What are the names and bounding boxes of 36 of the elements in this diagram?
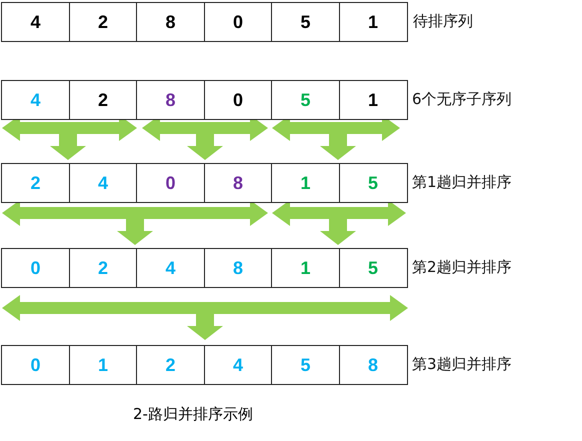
number-cell: 0	[204, 80, 272, 120]
number-cell: 0	[1, 345, 70, 385]
number-cell: 4	[136, 248, 205, 288]
number-cell: 8	[136, 80, 205, 120]
row-label: 6个无序子序列	[412, 90, 512, 109]
number-cell: 0	[204, 2, 272, 42]
number-cell: 5	[338, 248, 408, 288]
number-cell: 8	[338, 345, 408, 385]
number-cell: 8	[204, 248, 272, 288]
number-cell: 8	[204, 163, 272, 203]
number-cell: 1	[338, 80, 408, 120]
caption: 2-路归并排序示例	[133, 405, 253, 424]
row-label: 第3趟归并排序	[412, 355, 512, 374]
number-cell: 1	[68, 345, 138, 385]
number-cell: 2	[136, 345, 205, 385]
number-cell: 8	[136, 2, 205, 42]
number-cell: 5	[271, 345, 340, 385]
number-cell: 1	[271, 163, 340, 203]
number-cell: 2	[1, 163, 70, 203]
number-cell: 0	[136, 163, 205, 203]
row-label: 第2趟归并排序	[412, 258, 512, 277]
number-cell: 5	[271, 2, 340, 42]
number-cell: 1	[271, 248, 340, 288]
number-cell: 2	[68, 80, 138, 120]
row-label: 第1趟归并排序	[412, 173, 512, 192]
row-label: 待排序列	[413, 12, 473, 31]
number-cell: 5	[271, 80, 340, 120]
number-cell: 2	[68, 248, 138, 288]
number-cell: 1	[338, 2, 408, 42]
number-cell: 4	[1, 2, 70, 42]
number-cell: 2	[68, 2, 138, 42]
number-cell: 4	[1, 80, 70, 120]
number-cell: 5	[338, 163, 408, 203]
number-cell: 0	[1, 248, 70, 288]
number-cell: 4	[68, 163, 138, 203]
number-cell: 4	[204, 345, 272, 385]
